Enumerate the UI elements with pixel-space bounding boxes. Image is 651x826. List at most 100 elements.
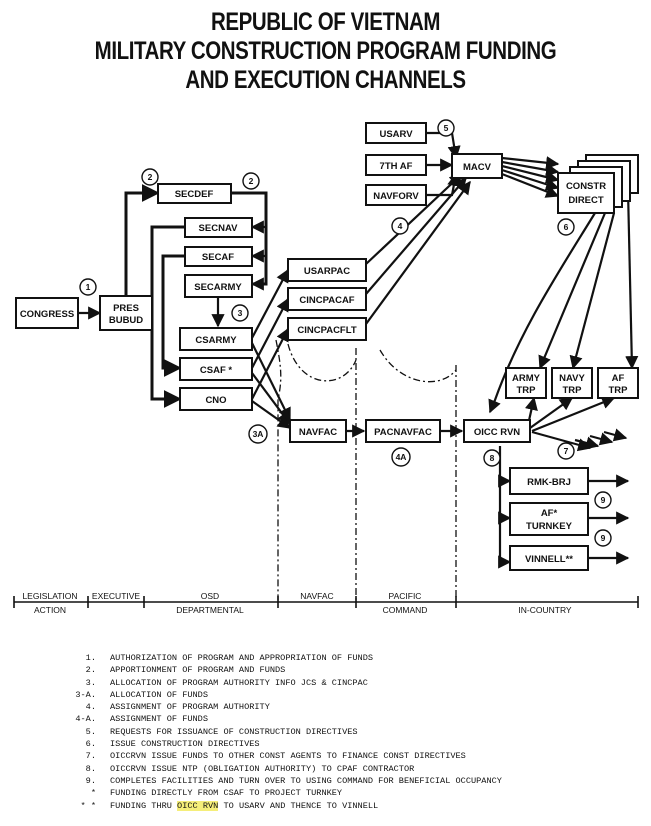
legend-text: ALLOCATION OF PROGRAM AUTHORITY INFO JCS… [110,677,368,688]
legend-item: 4.ASSIGNMENT OF PROGRAM AUTHORITY [60,701,650,713]
svg-text:PRES: PRES [113,303,139,314]
svg-text:CSARMY: CSARMY [195,335,237,346]
svg-text:TRP: TRP [517,385,537,396]
svg-text:4: 4 [398,221,403,231]
legend-text-after: TO USARV AND THENCE TO VINNELL [218,800,379,811]
svg-text:9: 9 [601,495,606,505]
marker-1: 1 [79,278,97,296]
legend-text: FUNDING DIRECTLY FROM CSAF TO PROJECT TU… [110,788,343,799]
svg-text:RMK-BRJ: RMK-BRJ [527,477,571,488]
phase-in-country: IN-COUNTRY [518,605,572,615]
phase-command: COMMAND [383,605,428,615]
title-line-1: REPUBLIC OF VIETNAM [210,8,441,36]
svg-text:6: 6 [564,222,569,232]
svg-text:4A: 4A [396,452,407,462]
box-pres-bubud: PRES BUBUD [99,295,153,331]
svg-text:SECARMY: SECARMY [194,282,242,293]
svg-text:9: 9 [601,533,606,543]
box-navfac: NAVFAC [289,419,347,443]
box-secaf: SECAF [184,246,253,267]
legend-item: * *FUNDING THRU OICC RVN TO USARV AND TH… [60,800,650,812]
legend-item: * FUNDING DIRECTLY FROM CSAF TO PROJECT T… [60,787,650,799]
legend-key: 4. [85,702,96,713]
diagram-title: REPUBLIC OF VIETNAM MILITARY CONSTRUCTIO… [0,8,651,95]
legend-text: COMPLETES FACILITIES AND TURN OVER TO US… [110,775,502,786]
svg-text:TRP: TRP [563,385,583,396]
legend-key: 6. [85,739,96,750]
legend: 1.AUTHORIZATION OF PROGRAM AND APPROPRIA… [60,652,650,812]
marker-4a: 4A [391,447,411,467]
svg-text:3A: 3A [253,429,264,439]
svg-text:SECNAV: SECNAV [199,223,239,234]
legend-key: 4-A. [75,714,96,725]
legend-item: 7. OICCRVN ISSUE FUNDS TO OTHER CONST AGE… [60,750,650,762]
legend-item: 1.AUTHORIZATION OF PROGRAM AND APPROPRIA… [60,652,650,664]
box-cno: CNO [179,387,253,411]
marker-7: 7 [557,442,575,460]
svg-text:ARMY: ARMY [512,373,541,384]
legend-highlight: OICC RVN [177,800,219,811]
box-pacnavfac: PACNAVFAC [365,419,441,443]
box-vinnell: VINNELL** [509,545,589,571]
svg-text:CINCPACAF: CINCPACAF [299,295,354,306]
region-boundaries [275,339,457,600]
legend-key: 7. [85,751,96,762]
marker-3a: 3A [248,424,268,444]
legend-key: * [90,788,96,799]
svg-text:7TH AF: 7TH AF [380,161,413,172]
svg-text:TURNKEY: TURNKEY [526,521,573,532]
legend-item: 2.APPORTIONMENT OF PROGRAM AND FUNDS [60,664,650,676]
marker-5: 5 [437,119,455,137]
legend-text: ISSUE CONSTRUCTION DIRECTIVES [110,739,260,750]
phase-departmental: DEPARTMENTAL [176,605,244,615]
box-constr-direct: CONSTR DIRECT [557,154,639,214]
svg-text:PACNAVFAC: PACNAVFAC [374,427,432,438]
phase-legislation: LEGISLATION [22,591,77,601]
svg-text:3: 3 [238,308,243,318]
phase-pacific: PACIFIC [389,591,422,601]
phase-action: ACTION [34,605,66,615]
box-csaf: CSAF * [179,357,253,381]
box-secdef: SECDEF [157,183,232,204]
box-af-turnkey: AF* TURNKEY [509,502,589,536]
legend-text: OICCRVN ISSUE FUNDS TO OTHER CONST AGENT… [110,751,466,762]
box-secnav: SECNAV [184,217,253,238]
legend-text: ASSIGNMENT OF FUNDS [110,714,208,725]
marker-9-bottom: 9 [594,529,612,547]
svg-text:MACV: MACV [463,162,492,173]
legend-item: 3.ALLOCATION OF PROGRAM AUTHORITY INFO J… [60,677,650,689]
box-secarmy: SECARMY [184,274,253,298]
svg-text:2: 2 [249,176,254,186]
box-rmk-brj: RMK-BRJ [509,467,589,495]
svg-text:USARPAC: USARPAC [304,266,350,277]
legend-text: OICCRVN ISSUE NTP (OBLIGATION AUTHORITY)… [110,763,415,774]
connectors [78,131,639,569]
legend-key: 2. [85,665,96,676]
box-usarpac: USARPAC [287,258,367,282]
legend-item: 9. COMPLETES FACILITIES AND TURN OVER TO … [60,775,650,787]
box-af-trp: AF TRP [597,367,639,399]
svg-text:USARV: USARV [379,129,413,140]
box-cincpacflt: CINCPACFLT [287,317,367,341]
legend-text: ALLOCATION OF FUNDS [110,689,208,700]
svg-text:NAVFORV: NAVFORV [373,191,419,202]
legend-item: 3-A.ALLOCATION OF FUNDS [60,689,650,701]
svg-text:5: 5 [444,123,449,133]
legend-key: * * [80,800,96,811]
svg-text:CNO: CNO [205,395,226,406]
svg-text:8: 8 [490,453,495,463]
phase-navfac: NAVFAC [300,591,333,601]
legend-key: 9. [85,775,96,786]
svg-text:DIRECT: DIRECT [568,195,604,206]
box-csarmy: CSARMY [179,327,253,351]
legend-item: 5.REQUESTS FOR ISSUANCE OF CONSTRUCTION … [60,726,650,738]
phase-osd: OSD [201,591,219,601]
svg-text:OICC RVN: OICC RVN [474,427,520,438]
svg-text:SECDEF: SECDEF [175,189,214,200]
legend-key: 1. [85,653,96,663]
title-line-2: MILITARY CONSTRUCTION PROGRAM FUNDING [94,37,557,65]
svg-text:CONGRESS: CONGRESS [20,309,74,320]
phase-axis: LEGISLATION ACTION EXECUTIVE OSD DEPARTM… [13,591,639,615]
marker-9-top: 9 [594,491,612,509]
svg-text:VINNELL**: VINNELL** [525,554,573,565]
